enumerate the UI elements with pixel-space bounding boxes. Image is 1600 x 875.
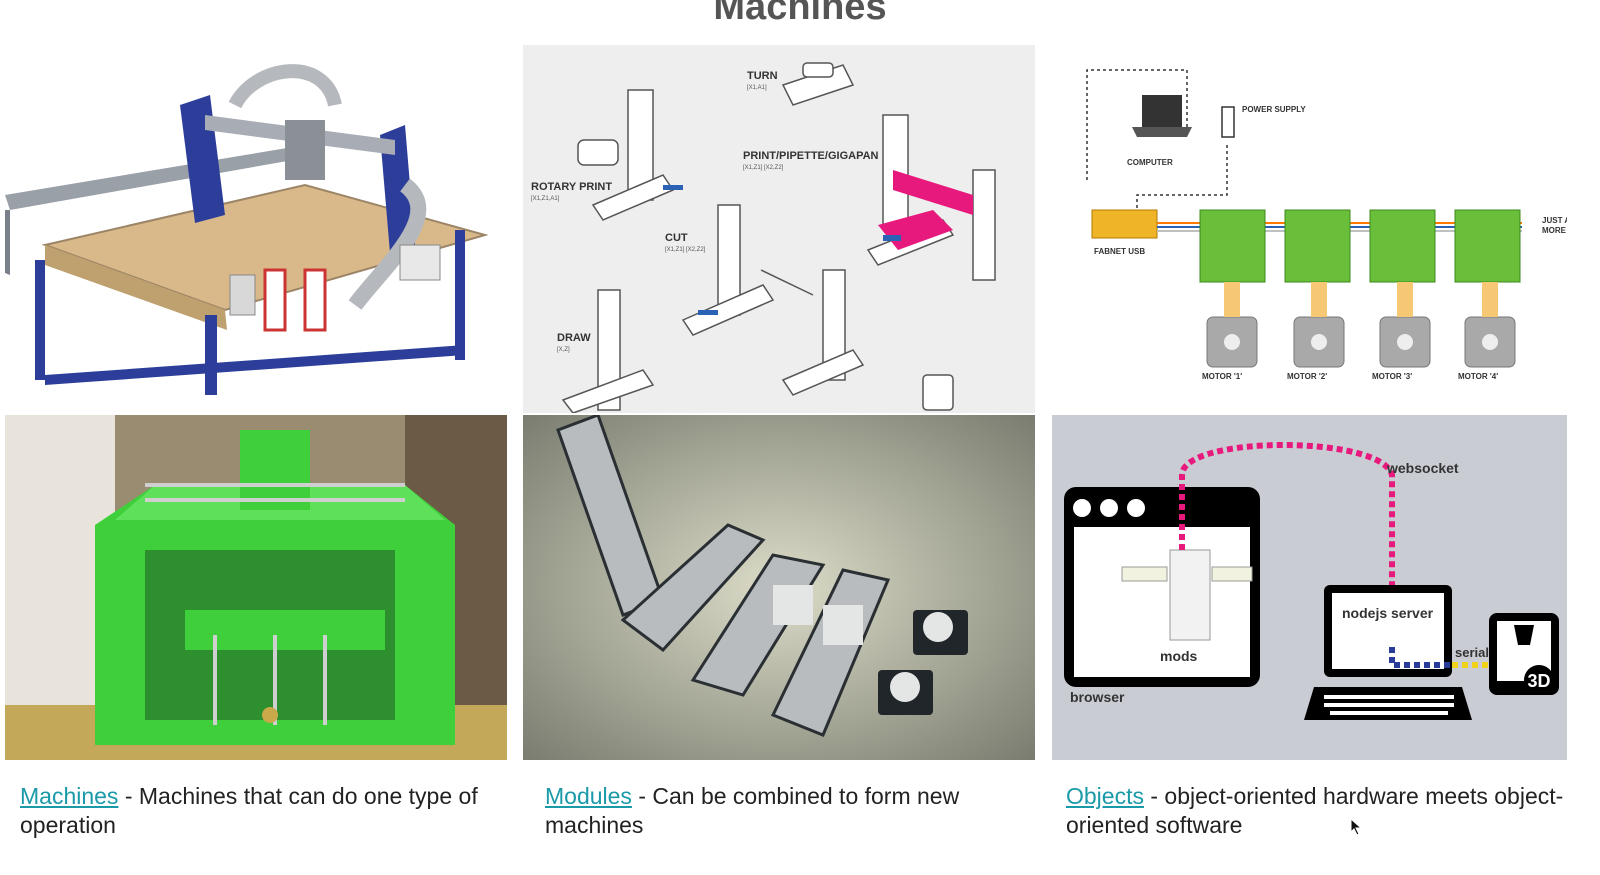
sub-rotary-print: [X1,Z1,A1] <box>531 196 560 202</box>
modules-link[interactable]: Modules <box>545 783 632 809</box>
modules-diagram: TURN ROTARY PRINT PRINT/PIPETTE/GIGAPAN … <box>523 45 1035 413</box>
label-motor-2: MOTOR '2' <box>1287 372 1327 381</box>
label-motor-4: MOTOR '4' <box>1458 372 1498 381</box>
label-computer: COMPUTER <box>1127 158 1173 167</box>
sub-print-pipette: [X1,Z1] [X2,Z2] <box>743 165 784 171</box>
label-rotary-print: ROTARY PRINT <box>531 181 612 193</box>
label-cut: CUT <box>665 232 688 244</box>
label-motor-3: MOTOR '3' <box>1372 372 1412 381</box>
software-diagram: 3D websocket nodejs server serial mods b… <box>1052 415 1567 760</box>
network-diagram: COMPUTER POWER SUPPLY FABNET USB JUST A … <box>1052 45 1567 413</box>
objects-link[interactable]: Objects <box>1066 783 1144 809</box>
label-draw: DRAW <box>557 332 591 344</box>
sub-cut: [X1,Z1] [X2,Z2] <box>665 247 706 253</box>
label-more: MORE <box>1542 226 1567 235</box>
label-websocket: websocket <box>1386 460 1459 476</box>
computer-icon <box>1142 95 1182 127</box>
machines-link[interactable]: Machines <box>20 783 119 809</box>
green-machine-image <box>5 415 507 760</box>
cnc-router-image <box>5 45 507 400</box>
sub-turn: [X1,A1] <box>747 85 767 91</box>
label-serial: serial <box>1455 645 1489 660</box>
label-nodejs-server: nodejs server <box>1342 605 1434 621</box>
power-supply-icon <box>1221 106 1235 138</box>
caption-objects: Objects - object-oriented hardware meets… <box>1066 782 1586 840</box>
sub-draw: [X,Z] <box>557 347 570 353</box>
modules-photo <box>523 415 1035 760</box>
label-motor-1: MOTOR '1' <box>1202 372 1242 381</box>
label-3d: 3D <box>1527 671 1550 691</box>
page-title: Machines <box>713 0 887 28</box>
label-mods: mods <box>1160 648 1198 664</box>
label-print-pipette: PRINT/PIPETTE/GIGAPAN <box>743 150 879 162</box>
label-just-a: JUST A <box>1542 216 1567 225</box>
caption-objects-text: - object-oriented hardware meets object-… <box>1066 783 1564 838</box>
caption-modules-text: - Can be combined to form new machines <box>545 783 960 838</box>
label-power-supply: POWER SUPPLY <box>1242 105 1306 114</box>
caption-machines-text: - Machines that can do one type of opera… <box>20 783 478 838</box>
caption-modules: Modules - Can be combined to form new ma… <box>545 782 1025 840</box>
label-turn: TURN <box>747 70 778 82</box>
mouse-cursor-icon <box>1350 818 1363 836</box>
label-browser: browser <box>1070 689 1125 705</box>
label-fabnet-usb: FABNET USB <box>1094 247 1145 256</box>
caption-machines: Machines - Machines that can do one type… <box>20 782 500 840</box>
